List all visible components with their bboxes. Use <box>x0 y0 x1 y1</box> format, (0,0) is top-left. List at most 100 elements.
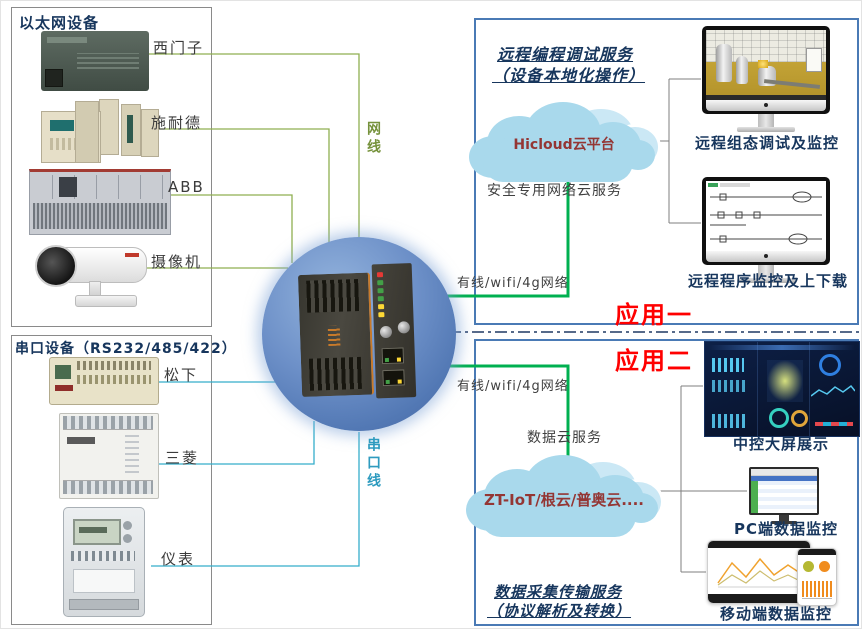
iot-gateway-image <box>297 261 419 405</box>
ladder-monitor-image <box>702 177 830 283</box>
cloud-puff <box>480 495 636 537</box>
ethernet-panel-title: 以太网设备 <box>19 14 100 32</box>
monitor-base <box>737 127 795 132</box>
pc-monitor-image <box>749 467 819 524</box>
mitsubishi-led-column <box>125 435 139 473</box>
gateway-body <box>297 272 375 397</box>
ladder-screen-content <box>706 181 826 251</box>
siemens-text-lines <box>77 53 139 69</box>
panasonic-terminals-top <box>77 361 151 370</box>
app1-monitor1-caption: 远程组态调试及监控 <box>695 134 840 152</box>
app1-service-title-line2: （设备本地化操作） <box>492 66 646 85</box>
gateway-vent-top <box>306 278 360 313</box>
camera-bracket-base <box>75 295 137 307</box>
gateway-led-yellow <box>378 312 385 318</box>
pc-table-header <box>751 476 817 481</box>
pc-frame <box>749 467 819 515</box>
mitsubishi-brand <box>67 437 95 444</box>
label-schneider: 施耐德 <box>151 114 203 132</box>
dashboard-status-segments <box>815 422 853 426</box>
meter-lcd <box>73 519 121 545</box>
app2-badge: 应用二 <box>615 347 693 375</box>
scada-hmi-panel <box>806 48 822 72</box>
schneider-module <box>75 101 99 163</box>
phone-image <box>797 548 837 606</box>
gateway-led-green <box>377 296 384 302</box>
scada-monitor-image <box>702 26 830 132</box>
gateway-logo <box>327 325 341 347</box>
gateway-ethernet-port <box>381 347 405 365</box>
monitor-chin <box>706 100 826 111</box>
app1-badge: 应用一 <box>615 301 693 329</box>
gateway-led-yellow <box>378 304 385 310</box>
phone-pie-orange <box>819 561 830 572</box>
apple-logo-icon <box>764 103 768 107</box>
gateway-vent-bottom <box>308 356 362 391</box>
tablet-line-chart <box>717 557 801 588</box>
scada-taskbar <box>706 95 826 100</box>
abb-plc-image <box>29 169 171 235</box>
app2-service-title-line1: 数据采集传输服务 <box>494 583 623 601</box>
app2-link-label: 有线/wifi/4g网络 <box>457 379 569 394</box>
schneider-plc-image <box>41 95 159 165</box>
app1-monitor2-caption: 远程程序监控及上下载 <box>688 272 849 290</box>
meter-nameplate <box>73 569 135 593</box>
meter-terminal-cover <box>69 599 139 610</box>
pc-base <box>771 521 797 524</box>
dashboard-divider <box>757 342 758 436</box>
app2-monitor2-caption: PC端数据监控 <box>734 520 839 538</box>
app2-service-title-line2: （协议解析及转换） <box>487 602 632 620</box>
gateway-led-green <box>377 280 384 286</box>
power-meter-image <box>63 507 145 617</box>
gateway-led-green <box>377 288 384 294</box>
monitor-screen <box>702 26 830 114</box>
phone-pie-olive <box>803 561 814 572</box>
schneider-module <box>99 99 119 155</box>
meter-lcd-digits <box>79 527 107 533</box>
monitor-base <box>737 278 795 283</box>
pc-table-rows <box>751 481 817 513</box>
serial-cable-label: 串口线 <box>365 437 381 491</box>
dashboard-map-glow <box>767 360 803 402</box>
dashboard-bar-chart <box>712 358 744 372</box>
abb-cpu-display <box>59 177 77 197</box>
control-center-dashboard-image <box>704 341 860 437</box>
serial-panel-title: 串口设备（RS232/485/422） <box>15 341 237 357</box>
data-cloud: ZT-IoT/根云/普奥云.... <box>466 447 664 543</box>
mitsubishi-plc-image <box>59 413 159 499</box>
schneider-module-slot <box>127 115 133 143</box>
label-camera: 摄像机 <box>151 253 203 271</box>
apple-logo-icon <box>764 254 768 258</box>
app1-service-title-line1: 远程编程调试服务 <box>497 45 634 64</box>
siemens-connector <box>45 69 63 87</box>
abb-io-terminals <box>33 203 167 229</box>
gateway-antenna-connector <box>397 321 411 334</box>
label-siemens: 西门子 <box>153 39 205 57</box>
label-mitsubishi: 三菱 <box>165 449 200 467</box>
monitor-chin <box>706 251 826 262</box>
dashboard-ring-gauge <box>819 354 841 376</box>
pc-stand <box>779 515 789 521</box>
app1-cloud-subtitle: 安全专用网络云服务 <box>487 183 622 199</box>
monitor-stand <box>758 265 774 278</box>
mitsubishi-terminals-top <box>63 416 153 430</box>
phone-axis <box>802 598 832 599</box>
hicloud-cloud: Hicloud云平台 <box>469 96 661 188</box>
gateway-ethernet-port <box>382 369 405 387</box>
panasonic-terminals-mid <box>77 375 151 384</box>
data-cloud-name: ZT-IoT/根云/普奥云.... <box>484 491 644 509</box>
mobile-devices-image <box>707 536 837 606</box>
mitsubishi-terminals-bottom <box>63 480 153 494</box>
cloud-puff <box>483 142 633 182</box>
tablet-titlebar <box>708 541 810 548</box>
phone-titlebar <box>798 549 836 555</box>
tablet-bottombar <box>708 594 810 603</box>
gateway-led-red <box>376 272 384 278</box>
panasonic-plc-image <box>49 357 159 405</box>
camera-lens <box>35 245 77 287</box>
label-meter: 仪表 <box>161 550 196 568</box>
monitor-stand <box>758 114 774 127</box>
app2-cloud-subtitle: 数据云服务 <box>527 430 602 446</box>
app2-monitor1-caption: 中控大屏展示 <box>733 435 830 453</box>
